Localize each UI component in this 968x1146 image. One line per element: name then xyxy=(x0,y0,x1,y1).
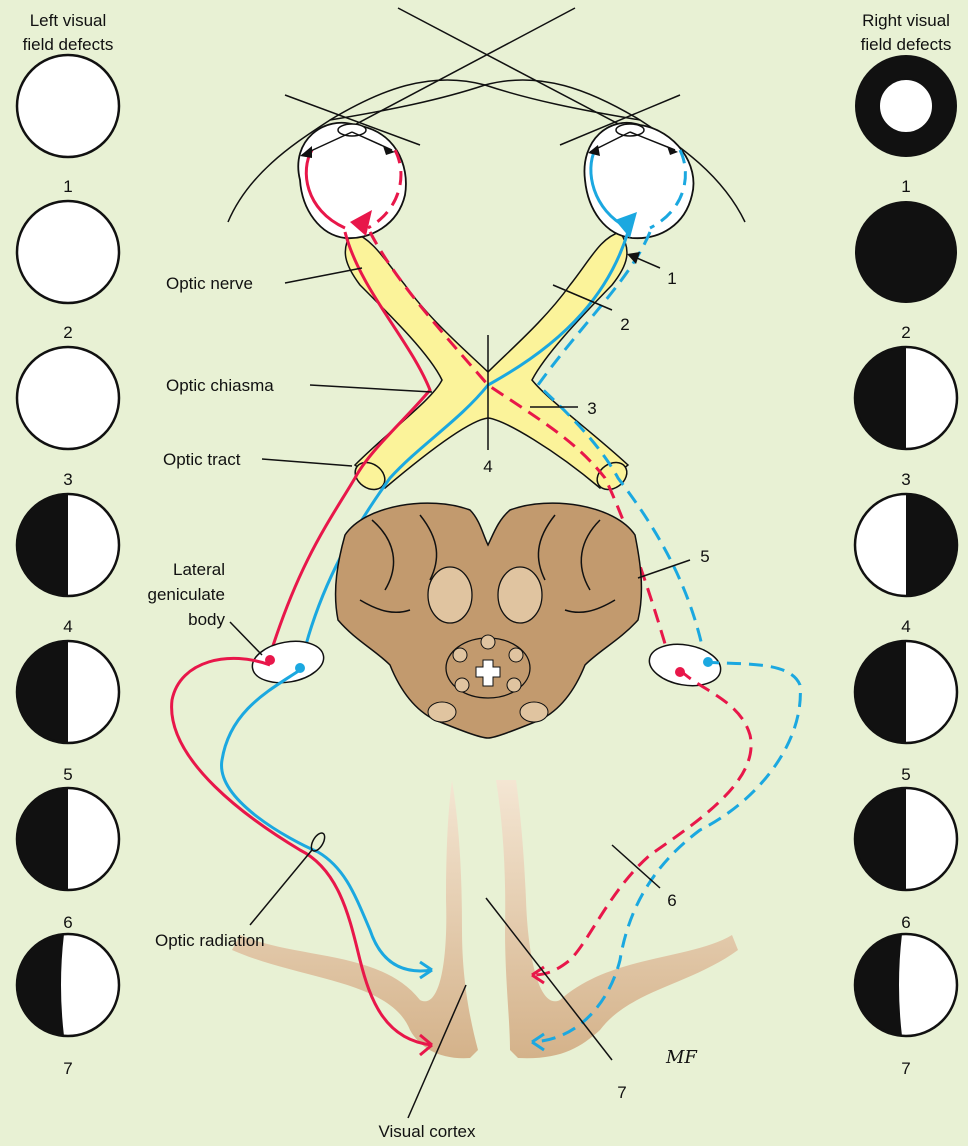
lesion-7-label: 7 xyxy=(617,1083,626,1102)
left-field-4 xyxy=(17,494,119,596)
lgb-leader xyxy=(230,622,262,655)
right-field-3 xyxy=(855,347,957,449)
left-field-3-number: 3 xyxy=(63,470,72,489)
lesion-5-cut xyxy=(638,560,690,578)
lesion-5-label: 5 xyxy=(700,547,709,566)
visual-cortex-shape xyxy=(232,780,738,1058)
lesion-4-label: 4 xyxy=(483,457,492,476)
right-field-7 xyxy=(855,934,957,1036)
left-field-6-number: 6 xyxy=(63,913,72,932)
midbrain xyxy=(336,503,642,738)
right-field-1-number: 1 xyxy=(901,177,910,196)
right-field-6 xyxy=(855,788,957,890)
left-field-1-number: 1 xyxy=(63,177,72,196)
left-visual-fields: 1 2 3 4 5 6 7 xyxy=(17,55,119,1078)
left-field-header-line1: Left visual xyxy=(30,11,107,30)
left-field-5 xyxy=(17,641,119,743)
left-field-6 xyxy=(17,788,119,890)
left-field-4-number: 4 xyxy=(63,617,72,636)
right-field-header-line2: field defects xyxy=(861,35,952,54)
right-field-5 xyxy=(855,641,957,743)
lesion-2-label: 2 xyxy=(620,315,629,334)
right-field-4-number: 4 xyxy=(901,617,910,636)
right-field-3-number: 3 xyxy=(901,470,910,489)
lesion-1-label: 1 xyxy=(667,269,676,288)
left-field-5-number: 5 xyxy=(63,765,72,784)
optic-chiasma-label: Optic chiasma xyxy=(166,376,274,395)
optic-tract-leader xyxy=(262,459,352,466)
optic-nerve-label: Optic nerve xyxy=(166,274,253,293)
right-field-header-line1: Right visual xyxy=(862,11,950,30)
right-field-6-number: 6 xyxy=(901,913,910,932)
lgb-label-line1: Lateral xyxy=(173,560,225,579)
lesion-3-label: 3 xyxy=(587,399,596,418)
optic-nerve-leader xyxy=(285,268,362,283)
lesion-6-label: 6 xyxy=(667,891,676,910)
lesion-6-cut xyxy=(612,845,660,888)
left-field-1 xyxy=(17,55,119,157)
optic-tract-label: Optic tract xyxy=(163,450,241,469)
visual-cortex-label: Visual cortex xyxy=(378,1122,476,1141)
left-field-2 xyxy=(17,201,119,303)
left-field-3 xyxy=(17,347,119,449)
right-field-2-number: 2 xyxy=(901,323,910,342)
right-field-4 xyxy=(855,494,957,596)
right-eye xyxy=(584,123,693,238)
right-field-5-number: 5 xyxy=(901,765,910,784)
left-field-7-number: 7 xyxy=(63,1059,72,1078)
right-field-7-number: 7 xyxy=(901,1059,910,1078)
right-lgb xyxy=(646,639,724,691)
lgb-label-line3: body xyxy=(188,610,225,629)
optic-chiasma-leader xyxy=(310,385,432,392)
right-field-1 xyxy=(855,55,957,157)
left-field-2-number: 2 xyxy=(63,323,72,342)
optic-radiation-label: Optic radiation xyxy=(155,931,265,950)
lgb-label-line2: geniculate xyxy=(147,585,225,604)
optic-pathway-yellow xyxy=(345,232,628,488)
right-field-2 xyxy=(855,201,957,303)
artist-signature: MF xyxy=(665,1047,698,1068)
right-visual-fields: 1 2 3 4 5 6 xyxy=(855,55,957,1078)
optic-radiation-leader xyxy=(250,850,312,925)
left-field-header-line2: field defects xyxy=(23,35,114,54)
left-field-7 xyxy=(17,934,119,1036)
